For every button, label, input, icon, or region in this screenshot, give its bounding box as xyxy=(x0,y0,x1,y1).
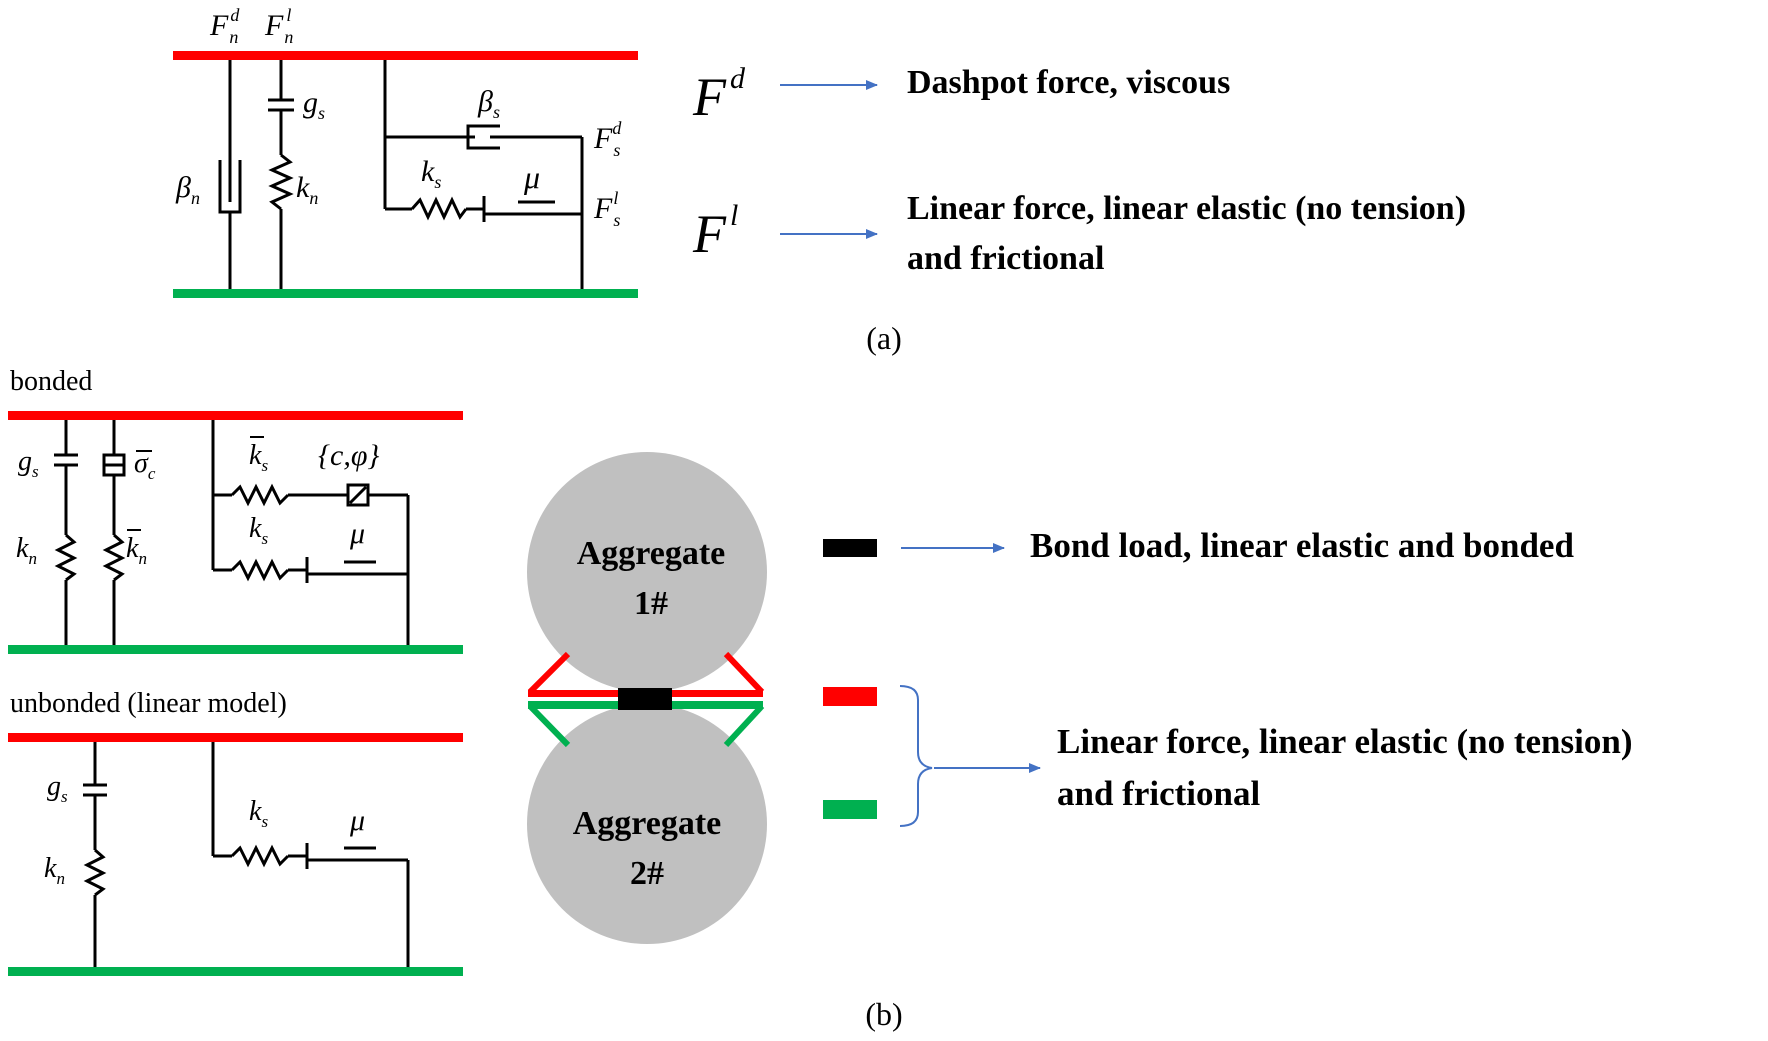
panel-b: bonded xyxy=(8,366,1632,1032)
unbonded-circuit xyxy=(83,742,410,967)
contact-red-right xyxy=(723,651,765,695)
unbonded-label-ks: ks xyxy=(249,796,268,831)
bond-block xyxy=(618,688,672,710)
aggregate-1-label-1: Aggregate xyxy=(577,535,726,572)
unbonded-top-plate xyxy=(8,733,463,742)
caption-a: (a) xyxy=(866,320,902,356)
label-Fsl: Fsl xyxy=(593,188,620,230)
bonded-label-cphi: {c,φ} xyxy=(318,439,379,472)
label-mu: μ xyxy=(523,159,540,195)
bonded-top-plate xyxy=(8,411,463,420)
label-gs: gs xyxy=(303,86,325,123)
bonded-label-ksbar: ks xyxy=(249,440,268,475)
bonded-label-ks: ks xyxy=(249,513,268,548)
label-Fnd: Fnd xyxy=(209,5,240,47)
bonded-label-sigma: σc xyxy=(134,448,156,483)
label-Fnl: Fnl xyxy=(264,5,293,47)
contact-green-left xyxy=(527,703,571,748)
bonded-label-gs: gs xyxy=(18,446,39,481)
label-Fsd: Fsd xyxy=(593,118,622,160)
bonded-label: bonded xyxy=(10,366,92,397)
legend-green-swatch xyxy=(823,800,877,819)
contact-green-right xyxy=(723,703,765,748)
panel-a-bottom-plate xyxy=(173,289,638,298)
bonded-bottom-plate xyxy=(8,645,463,654)
unbonded-label-mu: μ xyxy=(349,804,365,837)
bonded-circuit xyxy=(54,420,410,645)
aggregate-1-label-2: 1# xyxy=(634,585,668,622)
label-beta-n: βn xyxy=(175,171,200,208)
label-kn: kn xyxy=(296,171,318,208)
panel-b-legend: Bond load, linear elastic and bonded Lin… xyxy=(823,526,1632,827)
bonded-label-mu: μ xyxy=(349,517,365,550)
legend-Fl-text-1: Linear force, linear elastic (no tension… xyxy=(907,190,1466,227)
contact-red-left xyxy=(527,651,571,695)
unbonded-bottom-plate xyxy=(8,967,463,976)
panel-a-circuit xyxy=(218,60,584,289)
aggregate-2-label-2: 2# xyxy=(630,855,664,892)
aggregate-2 xyxy=(527,704,767,944)
legend-linear-text-2: and frictional xyxy=(1057,774,1260,813)
label-ks: ks xyxy=(421,155,441,192)
bonded-label-knbar: kn xyxy=(126,533,147,568)
aggregates: Aggregate 1# Aggregate 2# xyxy=(527,452,767,944)
panel-a-top-plate xyxy=(173,51,638,60)
legend-Fd-text: Dashpot force, viscous xyxy=(907,64,1230,101)
unbonded-symbols: gs kn ks μ xyxy=(44,771,365,888)
caption-b: (b) xyxy=(865,996,902,1032)
unbonded-label-gs: gs xyxy=(47,771,68,806)
unbonded-label-kn: kn xyxy=(44,853,65,888)
bonded-symbols: gs σc kn kn ks {c,φ} ks μ xyxy=(16,436,379,568)
legend-red-swatch xyxy=(823,687,877,706)
legend-bond-text: Bond load, linear elastic and bonded xyxy=(1030,526,1574,565)
aggregate-1 xyxy=(527,452,767,692)
legend-brace xyxy=(899,685,933,827)
aggregate-2-label-1: Aggregate xyxy=(573,805,722,842)
legend-linear-text-1: Linear force, linear elastic (no tension… xyxy=(1057,722,1632,761)
unbonded-label: unbonded (linear model) xyxy=(10,688,287,719)
label-beta-s: βs xyxy=(477,85,500,122)
panel-a-symbols: Fnd Fnl gs βn kn βs ks μ Fsd Fsl xyxy=(175,5,622,230)
legend-bond-swatch xyxy=(823,539,877,557)
bonded-label-kn: kn xyxy=(16,533,37,568)
legend-Fl-text-2: and frictional xyxy=(907,240,1104,277)
